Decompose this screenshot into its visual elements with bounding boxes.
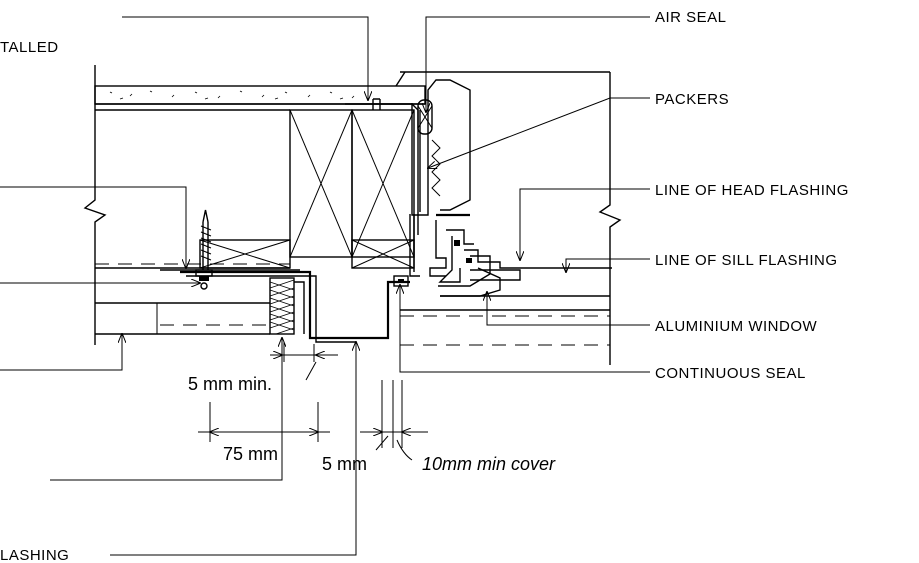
dim-75mm: 75 mm <box>223 444 278 464</box>
label-continuous-seal: CONTINUOUS SEAL <box>655 365 806 382</box>
leader-lines <box>0 16 368 556</box>
text-labels: AIR SEAL PACKERS LINE OF HEAD FLASHING L… <box>0 9 849 563</box>
label-packers: PACKERS <box>655 91 729 108</box>
label-installed-cut: TALLED <box>0 39 59 56</box>
label-aluminium-window: ALUMINIUM WINDOW <box>655 318 817 335</box>
batten-hatch <box>269 279 295 335</box>
label-flashing-cut: LASHING <box>0 547 69 563</box>
label-line-of-sill-flashing: LINE OF SILL FLASHING <box>655 252 838 269</box>
label-line-of-head-flashing: LINE OF HEAD FLASHING <box>655 182 849 199</box>
dim-5mm-min: 5 mm min. <box>188 374 272 394</box>
wall-structure <box>83 65 622 365</box>
dimension-lines <box>198 342 428 461</box>
lining-stipple <box>109 90 355 100</box>
dim-5mm: 5 mm <box>322 454 367 474</box>
label-air-seal: AIR SEAL <box>655 9 727 26</box>
right-leaders <box>400 16 650 373</box>
dim-10mm-cover: 10mm min cover <box>422 454 556 474</box>
window-frame <box>345 79 612 297</box>
